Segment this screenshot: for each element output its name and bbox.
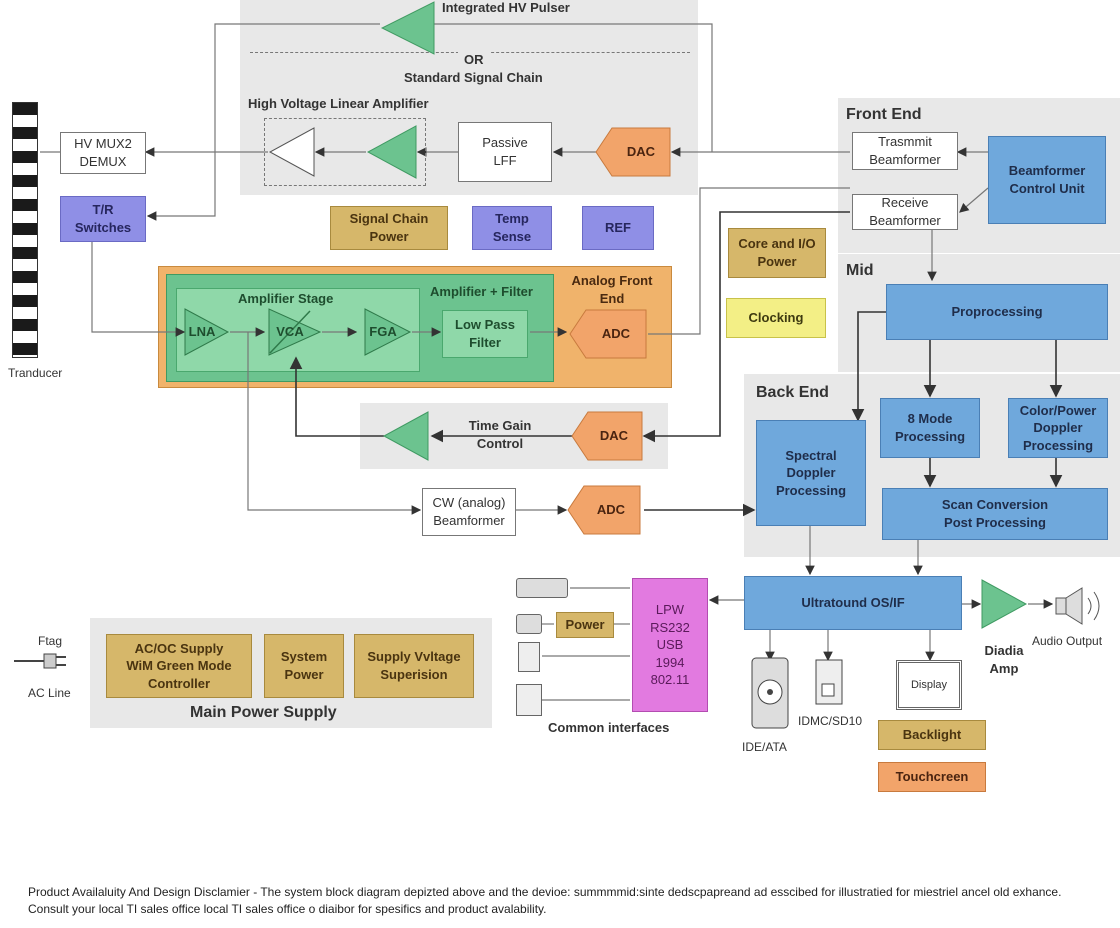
acdc-supply-block[interactable]: AC/OC Supply WiM Green Mode Controller xyxy=(106,634,252,698)
ref-block[interactable]: REF xyxy=(582,206,654,250)
audio-amp-icon xyxy=(981,579,1028,629)
wireless-device-icon xyxy=(516,684,542,716)
dac-tgc-block[interactable]: DAC xyxy=(599,428,629,444)
speaker-icon xyxy=(1055,587,1100,625)
audio-amp-label: Diadia Amp xyxy=(984,643,1024,676)
analog-front-end-label: Analog Front End xyxy=(571,273,653,306)
mmc-sdio-label: IDMC/SD10 xyxy=(798,714,863,728)
hv-mux-demux-block[interactable]: HV MUX2 DEMUX xyxy=(60,132,146,174)
low-pass-filter-block[interactable]: Low Pass Filter xyxy=(442,310,528,358)
color-doppler-processing-block[interactable]: Color/Power Doppler Processing xyxy=(1008,398,1108,458)
amplifier-stage-label: Amplifier Stage xyxy=(238,291,334,306)
passive-lpf-block[interactable]: Passive LFF xyxy=(458,122,552,182)
core-io-power-block[interactable]: Core and I/O Power xyxy=(728,228,826,278)
disclaimer-text: Product Availaluity And Design Disclamie… xyxy=(28,885,1062,917)
interfaces-list-block[interactable]: LPW RS232 USB 1994 802.11 xyxy=(632,578,708,712)
scan-conversion-block[interactable]: Scan Conversion Post Processing xyxy=(882,488,1108,540)
pga-shape xyxy=(364,308,412,356)
adc-afe-shape xyxy=(569,309,647,359)
hv-linear-amp-label: High Voltage Linear Amplifier xyxy=(248,96,429,111)
dac-tgc-shape xyxy=(571,411,643,461)
hv-pulser-amp-icon xyxy=(380,1,435,55)
tr-switches-block[interactable]: T/R Switches xyxy=(60,196,146,242)
tgc-amp-icon xyxy=(382,411,429,461)
signal-chain-power-block[interactable]: Signal Chain Power xyxy=(330,206,448,250)
back-end-label: Back End xyxy=(756,384,829,401)
preprocessing-block[interactable]: Proprocessing xyxy=(886,284,1108,340)
plug-icon xyxy=(14,653,66,669)
supply-supervision-block[interactable]: Supply Vvltage Superision xyxy=(354,634,474,698)
integrated-hv-pulser-label: Integrated HV Pulser xyxy=(442,0,570,15)
receive-beamformer-block[interactable]: Receive Beamformer xyxy=(852,194,958,230)
ultrasound-os-block[interactable]: Ultratound OS/IF xyxy=(744,576,962,630)
lna-block[interactable]: LNA xyxy=(188,324,216,340)
transducer-array xyxy=(12,102,38,358)
usb-port-icon xyxy=(516,614,542,634)
system-power-block[interactable]: System Power xyxy=(264,634,344,698)
ac-line-label: AC Line xyxy=(28,686,71,700)
dac-tx-shape xyxy=(595,127,671,177)
temp-sense-block[interactable]: Temp Sense xyxy=(472,206,552,250)
power-block-small[interactable]: Power xyxy=(556,612,614,638)
display-block[interactable]: Display xyxy=(896,660,962,710)
touchscreen-block[interactable]: Touchcreen xyxy=(878,762,986,792)
ide-ata-label: IDE/ATA xyxy=(742,740,787,754)
beamformer-control-unit-block[interactable]: Beamformer Control Unit xyxy=(988,136,1106,224)
hv-amp-dashed-box xyxy=(264,118,426,186)
vca-block[interactable]: VCA xyxy=(276,324,304,340)
pga-block[interactable]: FGA xyxy=(369,324,397,340)
adc-cw-shape xyxy=(567,485,641,535)
b-mode-processing-block[interactable]: 8 Mode Processing xyxy=(880,398,980,458)
standard-chain-label: Standard Signal Chain xyxy=(404,70,543,85)
or-label: OR xyxy=(458,52,490,67)
time-gain-control-label: Time Gain Control xyxy=(468,418,532,451)
vca-shape xyxy=(268,308,322,356)
mid-label: Mid xyxy=(846,262,874,279)
cw-beamformer-block[interactable]: CW (analog) Beamformer xyxy=(422,488,516,536)
clocking-block[interactable]: Clocking xyxy=(726,298,826,338)
adc-cw-block[interactable]: ADC xyxy=(596,502,626,518)
hv-driver-amp-icon xyxy=(366,125,417,179)
transmit-beamformer-block[interactable]: Trasmmit Beamformer xyxy=(852,132,958,170)
serial-port-icon xyxy=(516,578,568,598)
amplifier-filter-label: Amplifier + Filter xyxy=(430,284,533,299)
audio-output-label: Audio Output xyxy=(1032,634,1103,648)
spectral-doppler-processing-block[interactable]: Spectral Doppler Processing xyxy=(756,420,866,526)
front-end-label: Front End xyxy=(846,106,922,123)
transducer-label: Tranducer xyxy=(8,366,63,380)
ethernet-port-icon xyxy=(518,642,540,672)
hard-drive-icon xyxy=(751,657,789,729)
main-power-supply-label: Main Power Supply xyxy=(190,704,337,721)
backlight-block[interactable]: Backlight xyxy=(878,720,986,750)
lna-shape xyxy=(184,308,230,356)
sd-card-icon xyxy=(815,659,843,705)
adc-afe-block[interactable]: ADC xyxy=(601,326,631,342)
ftag-label: Ftag xyxy=(38,634,63,648)
hv-linear-amp-icon xyxy=(268,127,315,177)
common-interfaces-label: Common interfaces xyxy=(548,720,670,735)
dac-tx-block[interactable]: DAC xyxy=(626,144,656,160)
